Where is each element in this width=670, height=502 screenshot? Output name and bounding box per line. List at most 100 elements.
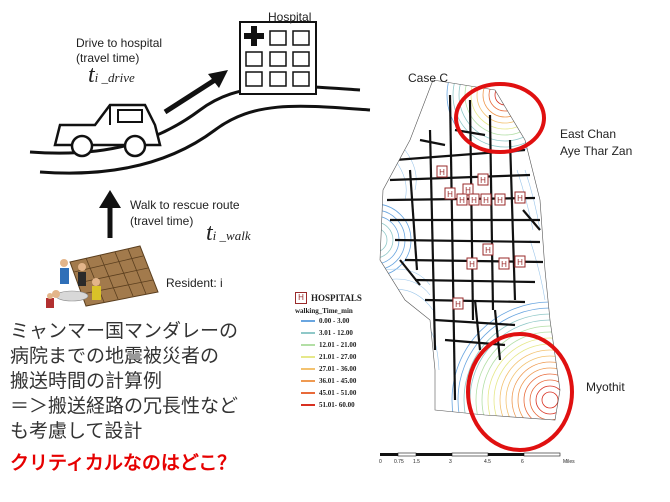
region-north-line2: Aye Thar Zan (560, 144, 633, 158)
map-legend: H HOSPITALS walking_Time_min 0.00 - 3.00… (295, 292, 405, 411)
jp-line-2: 病院までの地震被災者の (10, 345, 220, 367)
hospital-marker: H (482, 243, 494, 256)
t-drive-main: t (88, 62, 95, 88)
road-lower-edge (39, 104, 371, 175)
legend-swatch (301, 344, 315, 346)
hospital-marker: H (466, 257, 478, 270)
legend-swatch (301, 356, 315, 358)
scale-bar (380, 452, 561, 457)
residents-illustration (46, 245, 159, 308)
resident-label: Resident: i (166, 276, 223, 290)
hospital-marker: H (494, 193, 506, 206)
case-label: Case C (408, 71, 449, 85)
hospital-label: Hospital (268, 10, 312, 24)
jp-question: クリティカルなのはどこ？ (10, 452, 237, 474)
legend-item-label: 12.01 - 21.00 (319, 341, 357, 349)
scale-tick-5: 6 (521, 459, 524, 465)
hospital-marker: H (498, 257, 510, 270)
legend-hospitals-label: HOSPITALS (311, 293, 362, 303)
t-walk-sub: i _walk (212, 228, 251, 243)
jp-line-4: ＝＞搬送経路の冗長性など (10, 395, 239, 417)
highlight-south (466, 332, 574, 452)
legend-item-label: 21.01 - 27.00 (319, 353, 357, 361)
hospital-marker: H (514, 191, 526, 204)
region-north-label: East Chan Aye Thar Zan (560, 126, 632, 160)
legend-item-label: 45.01 - 51.00 (319, 389, 357, 397)
drive-arrow (163, 70, 228, 115)
scale-tick-3: 3 (449, 459, 452, 465)
svg-text:H: H (465, 186, 471, 195)
legend-swatch (301, 404, 315, 406)
jp-line-5: も考慮して設計 (10, 420, 143, 442)
hospital-marker: H (468, 193, 480, 206)
svg-text:H: H (485, 246, 491, 255)
legend-item: 12.01 - 21.00 (301, 339, 405, 351)
legend-swatch (301, 380, 315, 382)
legend-item: 27.01 - 36.00 (301, 363, 405, 375)
svg-text:H: H (480, 176, 486, 185)
legend-item: 21.01 - 27.00 (301, 351, 405, 363)
drive-label-line2: (travel time) (76, 51, 140, 65)
t-drive-sub: i _drive (94, 70, 135, 85)
travel-diagram (29, 21, 371, 308)
legend-item-label: 0.00 - 3.00 (319, 317, 350, 325)
svg-text:H: H (497, 196, 503, 205)
scale-tick-0: 0 (379, 459, 382, 465)
scale-tick-2: 1.5 (413, 459, 420, 465)
t-walk-symbol: ti _walk (206, 220, 251, 247)
hospital-markers: H H H H H H H H H H H H H H (436, 165, 526, 310)
region-south-label: Myothit (586, 380, 625, 394)
jp-line-3: 搬送時間の計算例 (10, 370, 163, 392)
svg-text:H: H (483, 196, 489, 205)
scale-unit: Miles (563, 459, 575, 465)
hospital-marker: H (436, 165, 448, 178)
drive-label-line1: Drive to hospital (76, 36, 163, 50)
walk-label-line1: Walk to rescue route (130, 198, 240, 212)
legend-swatch (301, 320, 315, 322)
hospital-marker: H (444, 187, 456, 200)
highlight-north (454, 82, 546, 154)
legend-swatch (301, 368, 315, 370)
car-icon (53, 103, 162, 158)
legend-item-label: 3.01 - 12.00 (319, 329, 353, 337)
region-north-line1: East Chan (560, 127, 617, 141)
legend-item: 45.01 - 51.00 (301, 387, 405, 399)
legend-item: 3.01 - 12.00 (301, 327, 405, 339)
svg-text:H: H (447, 190, 453, 199)
svg-text:H: H (439, 168, 445, 177)
hospital-marker: H (456, 193, 468, 206)
scale-tick-1: 0.75 (394, 459, 404, 465)
t-drive-symbol: ti _drive (88, 62, 135, 89)
jp-line-1: ミャンマー国マンダレーの (10, 320, 239, 342)
svg-text:H: H (469, 260, 475, 269)
legend-item: 0.00 - 3.00 (301, 315, 405, 327)
hospital-marker: H (514, 255, 526, 268)
legend-title: walking_Time_min (295, 307, 353, 315)
hospital-marker: H (477, 173, 489, 186)
hospital-marker: H (462, 183, 474, 196)
legend-swatch (301, 332, 315, 334)
svg-text:H: H (471, 196, 477, 205)
t-walk-main: t (206, 220, 213, 246)
legend-swatch (301, 392, 315, 394)
city-boundary (379, 79, 561, 421)
hospital-marker: H (452, 297, 464, 310)
scale-tick-4: 4.5 (484, 459, 491, 465)
walk-arrow (99, 190, 121, 238)
hospital-legend-icon: H (295, 292, 307, 304)
legend-item-label: 27.01 - 36.00 (319, 365, 357, 373)
hospital-marker: H (480, 193, 492, 206)
svg-text:H: H (459, 196, 465, 205)
road-network (386, 94, 544, 401)
travel-time-map: H H H H H H H H H H H H H H (379, 79, 574, 452)
legend-item: 36.01 - 45.00 (301, 375, 405, 387)
legend-item-label: 51.01- 60.00 (319, 401, 355, 409)
legend-item-label: 36.01 - 45.00 (319, 377, 357, 385)
svg-text:H: H (501, 260, 507, 269)
svg-text:H: H (517, 194, 523, 203)
legend-items: 0.00 - 3.00 3.01 - 12.00 12.01 - 21.00 21.0… (295, 315, 405, 411)
legend-item: 51.01- 60.00 (301, 399, 405, 411)
hospital-building-icon (239, 21, 317, 95)
svg-text:H: H (455, 300, 461, 309)
walk-label-line2: (travel time) (130, 214, 194, 228)
